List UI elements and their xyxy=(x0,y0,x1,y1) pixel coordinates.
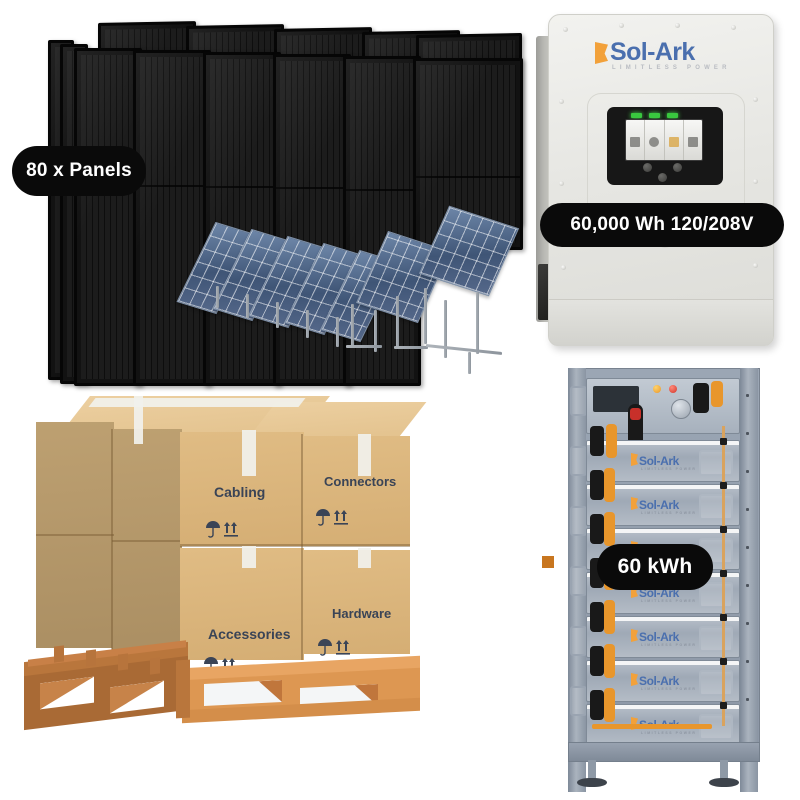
keep-dry-icon xyxy=(316,509,348,526)
solar-panel-stack[interactable] xyxy=(18,21,523,386)
status-led xyxy=(631,113,642,118)
box-label-connectors: Connectors xyxy=(324,474,397,489)
breaker-indicator xyxy=(630,408,641,420)
keep-dry-icon xyxy=(206,521,238,538)
bms-status-light xyxy=(669,385,677,393)
inverter-lcd-screen[interactable] xyxy=(625,119,703,161)
inverter-face-groove xyxy=(587,93,745,214)
solark-logo: Sol-Ark LIMITLESS POWER xyxy=(595,38,735,75)
solark-flag-icon xyxy=(595,42,608,64)
pallet-of-boxes[interactable]: Cabling Connectors Acces xyxy=(14,388,464,732)
solark-wordmark: Sol-Ark xyxy=(610,38,695,66)
solar-panel-front xyxy=(74,48,142,386)
box-label-hardware: Hardware xyxy=(332,606,392,621)
box-side-face xyxy=(36,422,114,648)
box-tape xyxy=(358,434,371,476)
battery-logo: Sol-Ark xyxy=(639,498,679,512)
box-label-accessories: Accessories xyxy=(208,626,291,642)
inverter-terminal xyxy=(542,556,554,568)
rack-foot-pad xyxy=(709,778,739,787)
inverter-button[interactable] xyxy=(658,173,667,182)
inverter-button[interactable] xyxy=(673,163,682,172)
solar-panel-front xyxy=(203,52,281,386)
solar-panel-front xyxy=(133,50,211,386)
inverter-base xyxy=(549,299,773,346)
battery-logo: Sol-Ark xyxy=(639,630,679,644)
badge-battery-capacity[interactable]: 60 kWh xyxy=(597,544,713,590)
badge-battery-capacity-label: 60 kWh xyxy=(617,555,693,578)
solark-tagline: LIMITLESS POWER xyxy=(612,65,731,71)
battery-logo: Sol-Ark xyxy=(639,454,679,468)
bms-rotary-switch[interactable] xyxy=(671,399,691,419)
badge-panel-count[interactable]: 80 x Panels xyxy=(12,146,146,196)
bms-status-light xyxy=(653,385,661,393)
box-tape xyxy=(242,430,256,476)
rack-foot xyxy=(588,760,596,780)
badge-inverter-rating[interactable]: 60,000 Wh 120/208V xyxy=(540,203,784,247)
box-hardware[interactable] xyxy=(302,550,410,654)
box-side-face xyxy=(112,429,182,651)
battery-logo: Sol-Ark xyxy=(639,674,679,688)
badge-panel-count-label: 80 x Panels xyxy=(26,160,132,181)
rack-post-right xyxy=(740,368,758,792)
box-connectors[interactable] xyxy=(302,436,410,546)
keep-dry-icon xyxy=(318,639,350,656)
badge-inverter-rating-label: 60,000 Wh 120/208V xyxy=(570,214,754,235)
inverter-side-panel xyxy=(536,36,550,322)
status-led xyxy=(667,113,678,118)
solark-inverter[interactable]: Sol-Ark LIMITLESS POWER xyxy=(536,14,784,568)
box-label-cabling: Cabling xyxy=(214,484,266,500)
box-tape xyxy=(242,546,256,568)
inverter-chassis: Sol-Ark LIMITLESS POWER xyxy=(548,14,774,346)
ground-mount-array[interactable] xyxy=(176,205,526,384)
box-tape xyxy=(358,548,371,568)
rack-foot-pad xyxy=(577,778,607,787)
inverter-button[interactable] xyxy=(643,163,652,172)
inverter-display-bezel xyxy=(607,107,723,185)
box-tape xyxy=(88,398,306,407)
rack-foot xyxy=(720,760,728,780)
status-led xyxy=(649,113,660,118)
rack-base xyxy=(568,742,760,762)
